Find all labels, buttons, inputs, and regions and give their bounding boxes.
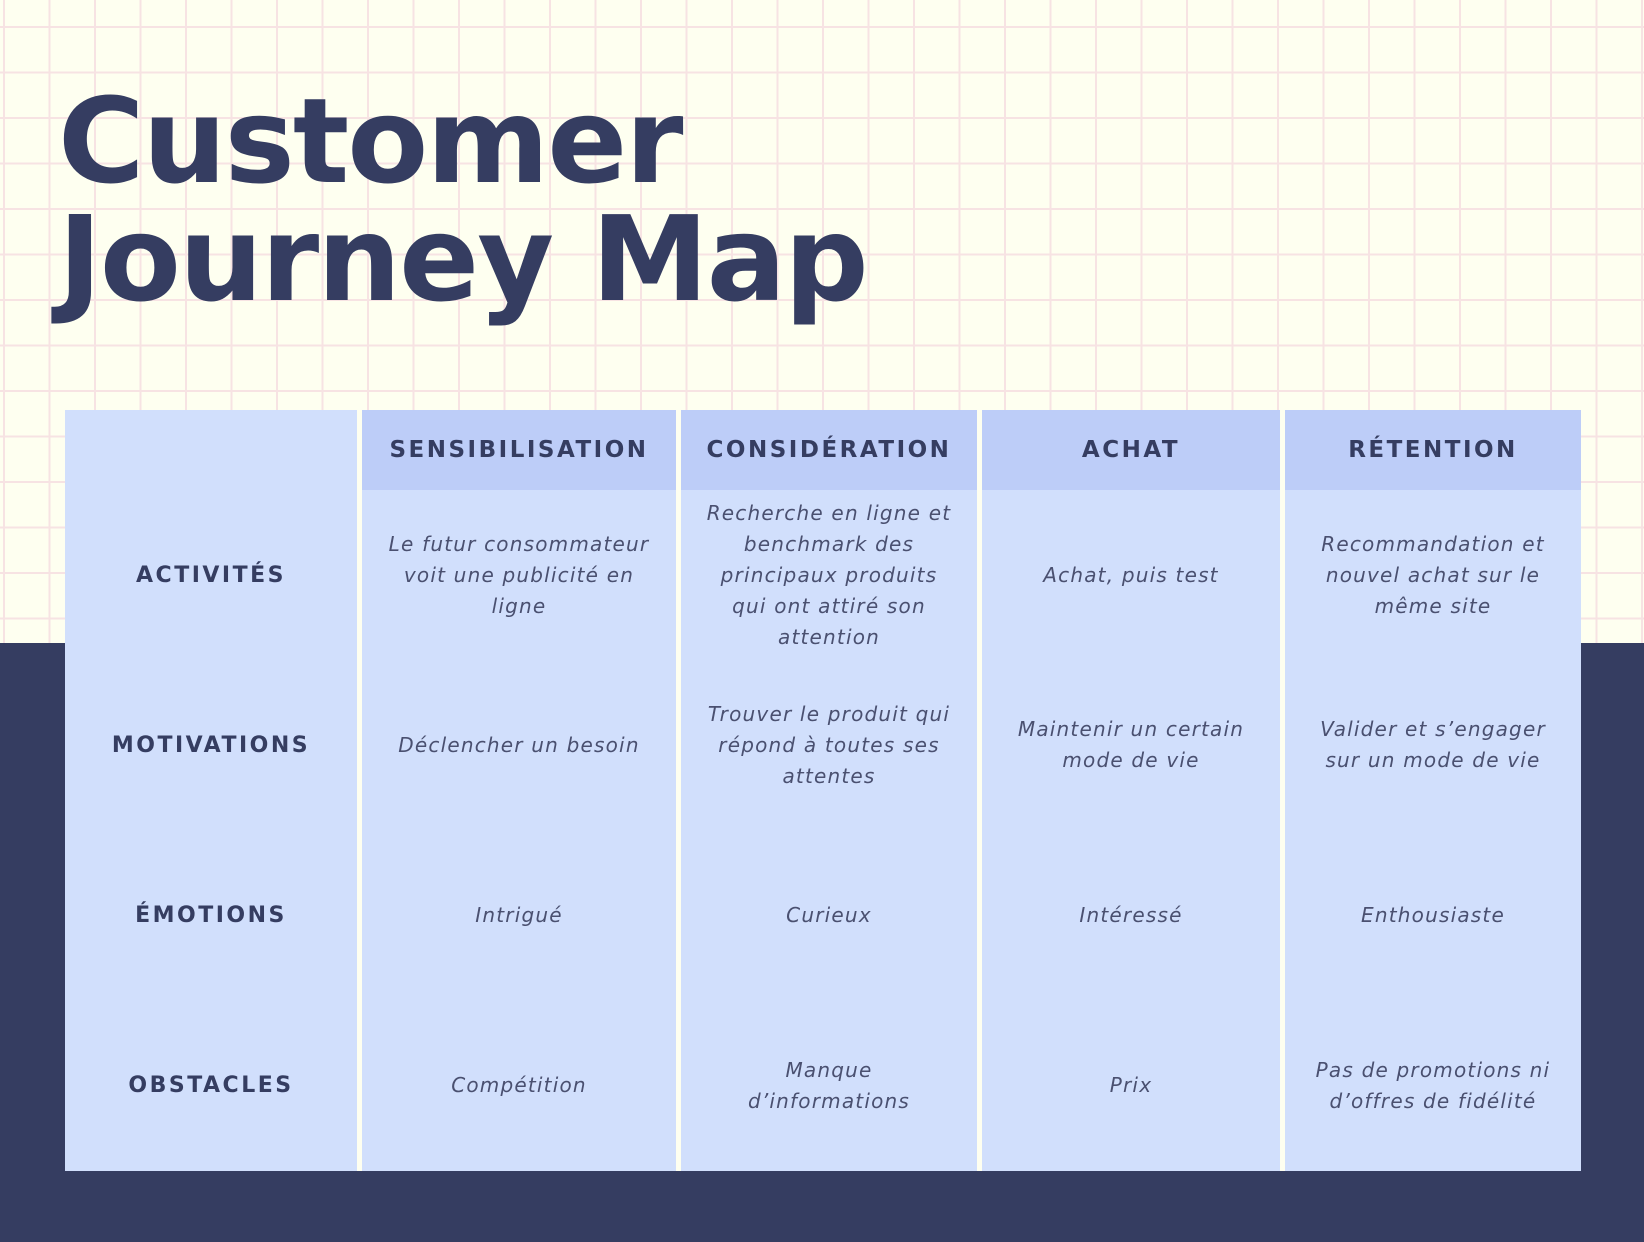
table-cell: Recherche en ligne et benchmark des prin… <box>706 500 952 649</box>
table-cell: Achat, puis test <box>1043 562 1219 587</box>
row-labels-column: ACTIVITÉS MOTIVATIONS ÉMOTIONS OBSTACLES <box>65 410 357 1171</box>
table-cell: Intrigué <box>475 902 563 927</box>
table-cell: Enthousiaste <box>1361 902 1505 927</box>
row-label-motivations: MOTIVATIONS <box>111 732 311 758</box>
row-label-obstacles: OBSTACLES <box>128 1073 294 1098</box>
column-consideration: CONSIDÉRATION Recherche en ligne et benc… <box>681 410 977 1171</box>
column-retention: RÉTENTION Recommandation et nouvel achat… <box>1285 410 1581 1171</box>
title-line-2: Journey Map <box>58 190 869 328</box>
table-cell: Intéressé <box>1079 902 1183 927</box>
table-cell: Le futur consommateur voit une publicité… <box>388 531 650 618</box>
page-title: Customer Journey Map <box>58 72 869 328</box>
table-cell: Pas de promotions ni d’offres de fidélit… <box>1315 1057 1551 1113</box>
journey-map-table: ACTIVITÉS MOTIVATIONS ÉMOTIONS OBSTACLES… <box>65 410 1581 1171</box>
column-header: ACHAT <box>982 410 1280 490</box>
table-cell: Curieux <box>786 902 872 927</box>
table-cell: Compétition <box>451 1073 587 1097</box>
table-cell: Manque d’informations <box>747 1057 911 1113</box>
row-label-emotions: ÉMOTIONS <box>135 902 287 928</box>
table-cell: Recommandation et nouvel achat sur le mê… <box>1321 531 1545 618</box>
corner-header <box>65 410 357 490</box>
table-cell: Déclencher un besoin <box>398 732 640 757</box>
table-cell: Valider et s’engager sur un mode de vie <box>1320 717 1546 772</box>
row-label-activites: ACTIVITÉS <box>136 562 286 588</box>
table-cell: Maintenir un certain mode de vie <box>1017 717 1245 772</box>
column-achat: ACHAT Achat, puis test Maintenir un cert… <box>982 410 1280 1171</box>
table-cell: Trouver le produit qui répond à toutes s… <box>707 701 951 788</box>
title-line-1: Customer <box>58 72 683 210</box>
column-header: CONSIDÉRATION <box>681 410 977 490</box>
column-sensibilisation: SENSIBILISATION Le futur consommateur vo… <box>362 410 676 1171</box>
table-cell: Prix <box>1109 1073 1153 1097</box>
column-header: RÉTENTION <box>1285 410 1581 490</box>
column-header: SENSIBILISATION <box>362 410 676 490</box>
